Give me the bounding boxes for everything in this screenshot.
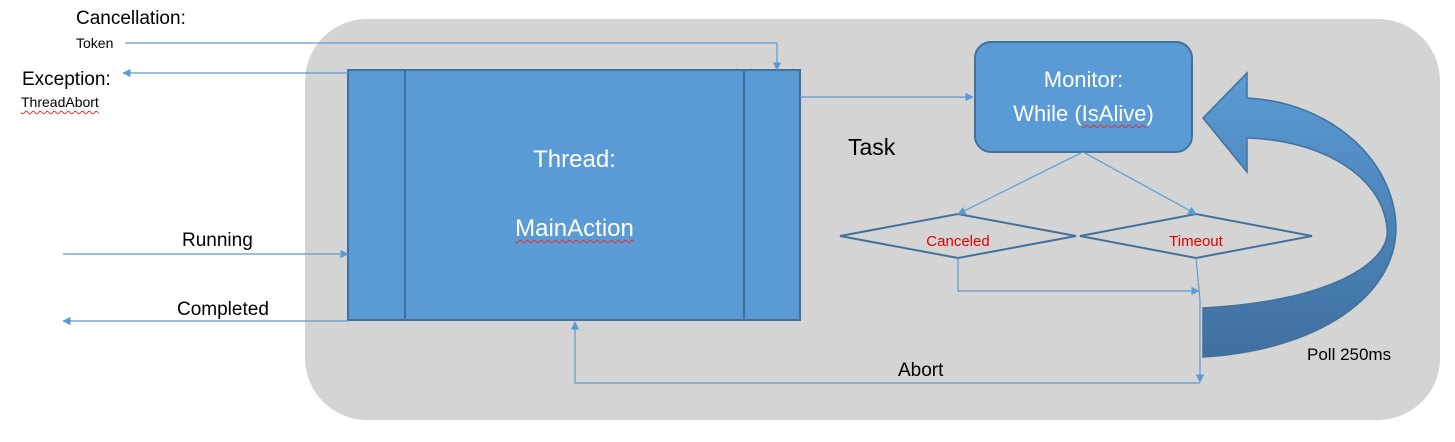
exception-type: ThreadAbort xyxy=(21,94,99,110)
monitor-to-timeout-arrow xyxy=(1082,151,1197,215)
monitor-title: Monitor: xyxy=(1043,67,1124,92)
thread-title: Thread: xyxy=(533,146,616,173)
monitor-box xyxy=(974,41,1193,153)
running-label: Running xyxy=(182,230,253,251)
timeout-decision xyxy=(1079,212,1313,260)
poll-label: Poll 250ms xyxy=(1307,345,1392,364)
cancellation-title: Cancellation: xyxy=(76,8,186,29)
canceled-decision xyxy=(839,212,1077,260)
abort-label: Abort xyxy=(898,360,944,381)
cancellation-arrow xyxy=(125,42,782,71)
monitor-subtitle-prefix: While ( xyxy=(1013,101,1082,126)
canceled-label: Canceled xyxy=(926,233,990,250)
monitor-subtitle: While (IsAlive) xyxy=(975,101,1192,127)
thread-box xyxy=(347,69,801,321)
monitor-subtitle-suffix: ) xyxy=(1146,101,1154,126)
task-label: Task xyxy=(848,134,896,160)
timeout-label: Timeout xyxy=(1169,233,1223,250)
thread-subtitle: MainAction xyxy=(405,215,744,243)
canceled-to-abort-arrow xyxy=(957,258,1200,296)
thread-subtitle-text: MainAction xyxy=(515,215,634,242)
monitor-to-canceled-arrow xyxy=(957,151,1084,215)
cancellation-token: Token xyxy=(76,35,114,51)
timeout-to-abort-arrow xyxy=(1195,257,1205,383)
completed-label: Completed xyxy=(177,299,269,320)
abort-arrow xyxy=(570,321,1200,384)
exception-title: Exception: xyxy=(22,69,111,90)
poll-curved-arrow xyxy=(1201,71,1397,358)
monitor-subtitle-word: IsAlive xyxy=(1081,101,1147,126)
